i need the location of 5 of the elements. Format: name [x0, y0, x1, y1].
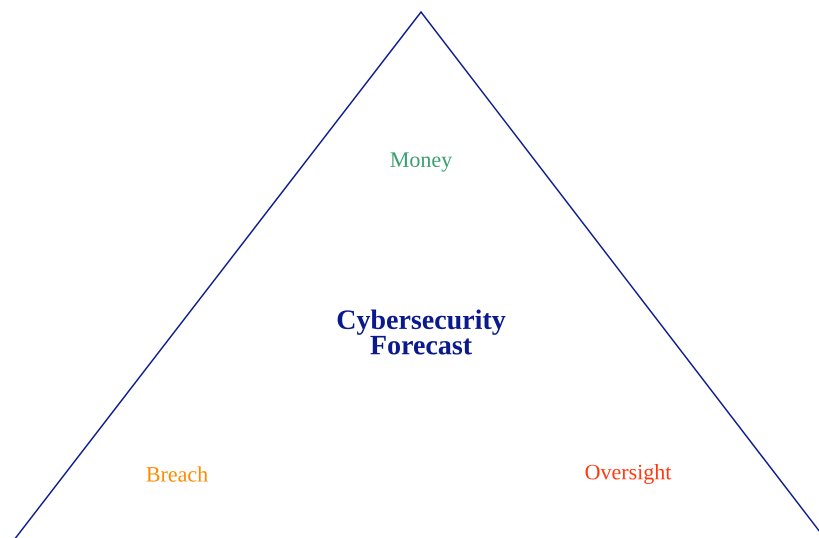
corner-label: Oversight — [586, 464, 672, 484]
corner-label: Breach — [146, 466, 208, 482]
title: Cybersecurity Forecast — [338, 309, 506, 355]
triangle-diagram — [13, 10, 819, 538]
corner-label: Money — [390, 152, 452, 172]
